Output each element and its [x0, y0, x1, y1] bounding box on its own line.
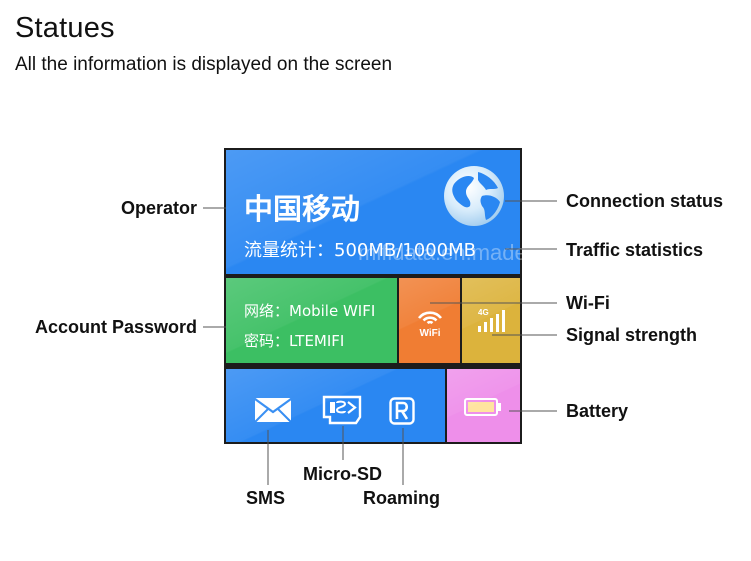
- callout-micro-sd: Micro-SD: [303, 464, 383, 484]
- signal-icon-text: 4G: [478, 308, 489, 317]
- roaming-icon: [389, 397, 415, 425]
- page-title: Statues: [15, 12, 115, 44]
- wifi-icon: WiFi: [417, 311, 443, 338]
- device-screen: 中国移动 流量统计：500MB/1000MB 网络：Mobile WIFI 密码…: [224, 148, 522, 444]
- operator-name: 中国移动: [244, 192, 361, 226]
- traffic-statistics-text: 流量统计：500MB/1000MB: [244, 240, 476, 261]
- account-tile: 网络：Mobile WIFI 密码：LTEMIFI: [226, 278, 397, 363]
- callout-wifi: Wi-Fi: [566, 293, 610, 313]
- page-subtitle: All the information is displayed on the …: [15, 54, 393, 75]
- callout-account-password: Account Password: [34, 317, 197, 337]
- callout-roaming: Roaming: [363, 488, 441, 508]
- battery-icon: [464, 398, 501, 416]
- status-tile: [226, 369, 445, 442]
- wifi-icon-text: WiFi: [419, 328, 440, 338]
- globe-icon: [444, 166, 504, 226]
- battery-tile: [447, 369, 520, 442]
- callout-connection-status: Connection status: [566, 191, 724, 211]
- callout-battery: Battery: [566, 401, 629, 421]
- callout-traffic-statistics: Traffic statistics: [566, 240, 704, 260]
- callout-sms: SMS: [246, 488, 286, 508]
- sd-card-icon: [322, 395, 362, 425]
- callout-signal-strength: Signal strength: [566, 325, 698, 345]
- envelope-icon: [254, 398, 292, 423]
- operator-tile: 中国移动 流量统计：500MB/1000MB: [226, 150, 520, 274]
- signal-icon: 4G: [478, 308, 505, 332]
- wifi-tile: WiFi: [399, 278, 460, 363]
- signal-tile: 4G: [462, 278, 520, 363]
- password-line: 密码：LTEMIFI: [244, 332, 345, 350]
- callout-operator: Operator: [120, 198, 197, 218]
- wifi-name-line: 网络：Mobile WIFI: [244, 302, 376, 320]
